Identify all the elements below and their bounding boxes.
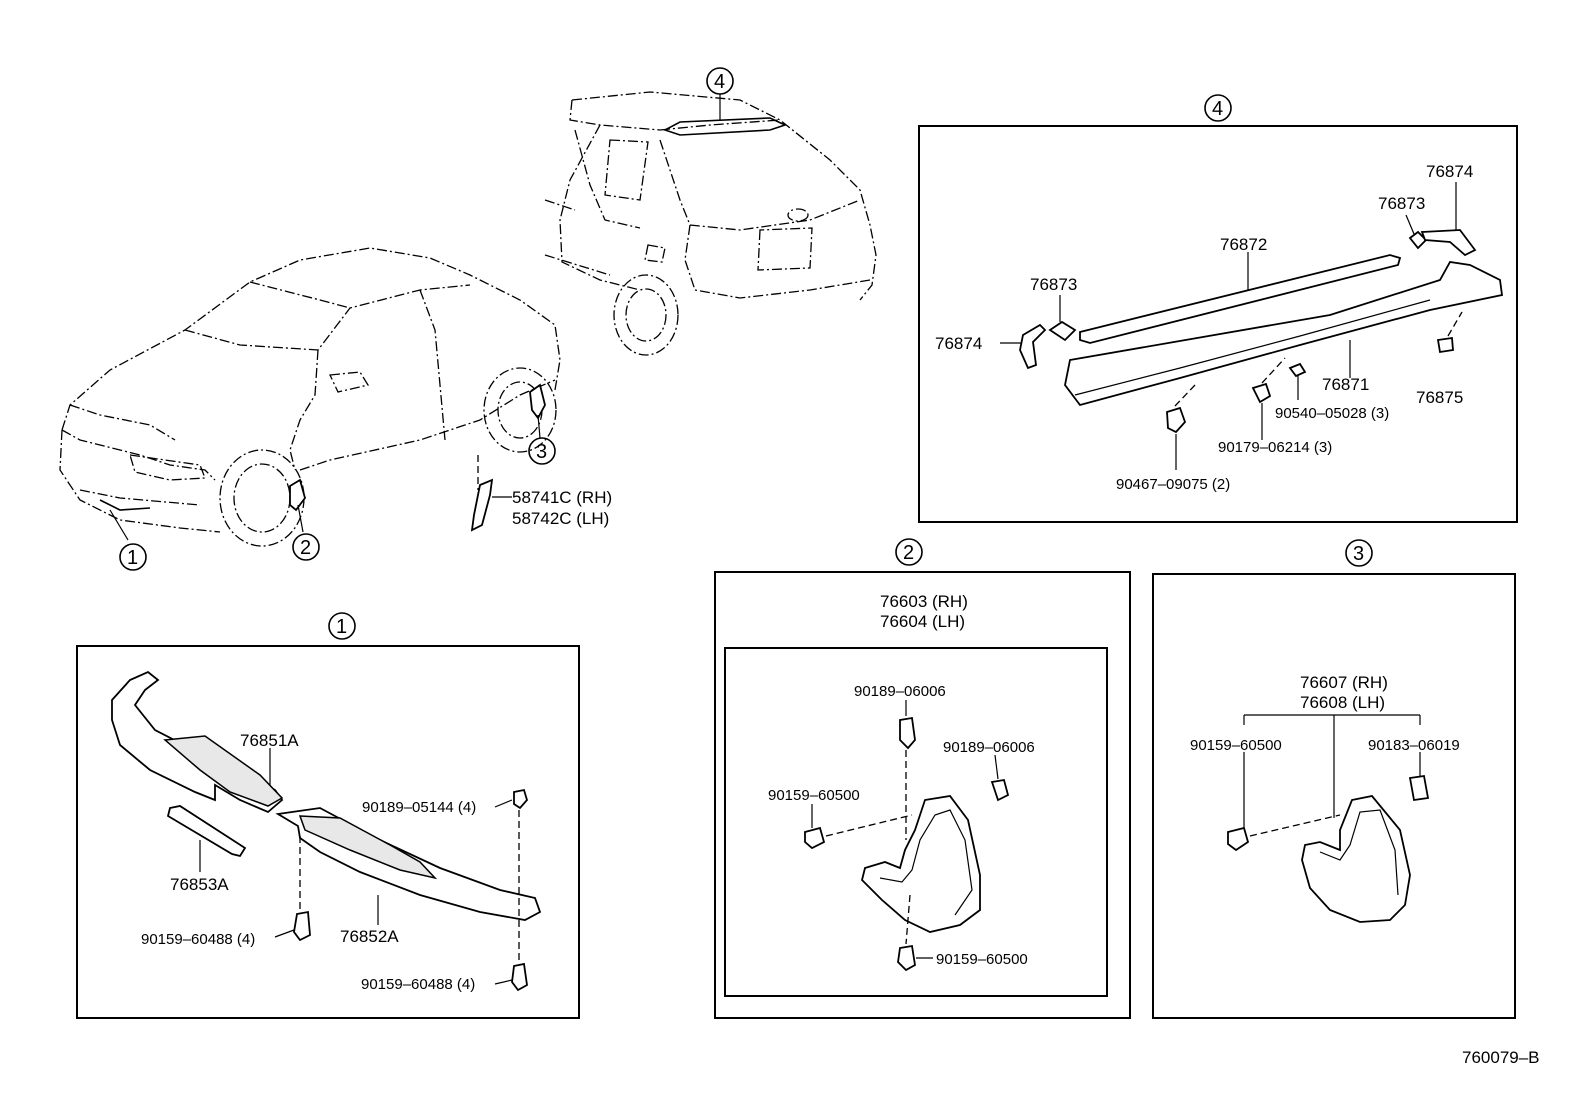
panel-3-callout: 3 — [1353, 543, 1364, 565]
label-90159-60500-a: 90159–60500 — [768, 787, 860, 804]
panel-1-front-spoiler: 1 76851A 90189–05144 (4) 76853A 90159–60… — [76, 612, 580, 1019]
header-76607-rh: 76607 (RH) — [1300, 673, 1388, 692]
mudguard-rh-label: 58741C (RH) — [512, 488, 612, 507]
mudguard-lh-label: 58742C (LH) — [512, 509, 609, 528]
label-90189-05144: 90189–05144 (4) — [362, 799, 476, 816]
label-76871: 76871 — [1322, 375, 1369, 394]
overview-callouts: 1 2 3 4 — [119, 67, 734, 571]
label-90183-06019: 90183–06019 — [1368, 737, 1460, 754]
label-76873-right: 76873 — [1378, 194, 1425, 213]
label-76874-left: 76874 — [935, 334, 982, 353]
label-76874-right: 76874 — [1426, 162, 1473, 181]
label-90540-05028: 90540–05028 (3) — [1275, 405, 1389, 422]
panel-4-rear-spoiler: 4 76874 76873 76872 76873 76874 7 — [918, 94, 1518, 523]
label-90189-06006-a: 90189–06006 — [854, 683, 946, 700]
rear-car-illustration — [544, 91, 877, 356]
label-90189-06006-b: 90189–06006 — [943, 739, 1035, 756]
label-90159-60500-b: 90159–60500 — [936, 951, 1028, 968]
label-76852A: 76852A — [340, 927, 399, 946]
label-90159-60488-b: 90159–60488 (4) — [361, 976, 475, 993]
callout-1: 1 — [127, 547, 138, 569]
label-76853A: 76853A — [170, 875, 229, 894]
panel-4-callout: 4 — [1212, 98, 1223, 120]
callout-4-rear: 4 — [714, 71, 725, 93]
header-76608-lh: 76608 (LH) — [1300, 693, 1385, 712]
callout-2: 2 — [300, 537, 311, 559]
label-90179-06214: 90179–06214 (3) — [1218, 439, 1332, 456]
rocker-mudguard-part: 58741C (RH) 58742C (LH) — [470, 455, 612, 532]
panel-2-front-mudguard: 2 76603 (RH) 76604 (LH) 90189–06006 9018… — [714, 538, 1131, 1019]
label-90467-09075: 90467–09075 (2) — [1116, 476, 1230, 493]
label-90159-60488-a: 90159–60488 (4) — [141, 931, 255, 948]
panel-1-callout: 1 — [336, 616, 347, 638]
diagram-code: 760079–B — [1462, 1048, 1540, 1067]
label-76872: 76872 — [1220, 235, 1267, 254]
front-car-illustration — [59, 247, 561, 547]
panel-3-rear-mudguard: 3 76607 (RH) 76608 (LH) 90159–60500 9018… — [1152, 539, 1516, 1019]
header-76603-rh: 76603 (RH) — [880, 592, 968, 611]
label-90159-60500: 90159–60500 — [1190, 737, 1282, 754]
callout-3: 3 — [536, 441, 547, 463]
label-76873-left: 76873 — [1030, 275, 1077, 294]
header-76604-lh: 76604 (LH) — [880, 612, 965, 631]
panel-2-callout: 2 — [903, 542, 914, 564]
label-76875: 76875 — [1416, 388, 1463, 407]
label-76851A: 76851A — [240, 731, 299, 750]
